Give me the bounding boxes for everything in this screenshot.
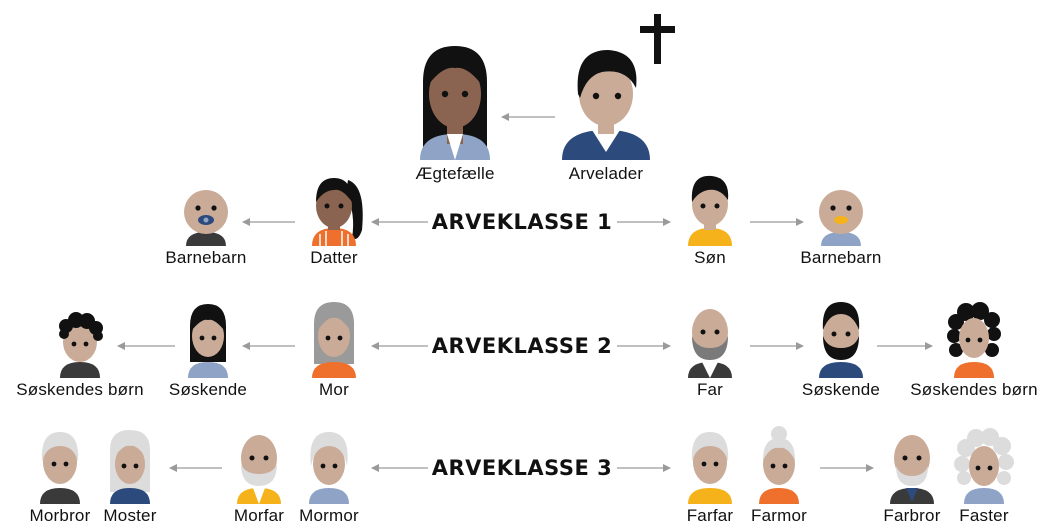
label-maternal-grandfather: Morfar [233,506,285,525]
person-father: Far [650,300,770,400]
label-maternal-uncle: Morbror [29,506,91,525]
label-grandchild-right: Barnebarn [800,248,882,267]
old-man-icon [40,432,80,504]
label-son: Søn [694,248,726,267]
person-sibling-left: Søskende [148,300,268,400]
label-sibling-left: Søskende [168,380,248,399]
old-man-beard-icon [890,435,934,504]
girl-ponytail-icon [312,178,363,246]
person-spouse: Ægtefælle [395,42,515,184]
label-sibling-children-left: Søskendes børn [16,380,144,399]
baby-pacifier-icon [184,190,228,246]
label-mother: Mor [319,380,349,399]
label-sibling-right: Søskende [801,380,881,399]
old-woman-icon [110,430,150,504]
woman-long-hair-icon [420,46,490,160]
grey-haired-woman-icon [312,302,356,378]
bearded-man-icon [819,302,863,378]
label-maternal-grandmother: Mormor [299,506,359,525]
curly-girl-icon [947,302,1001,378]
person-son: Søn [650,168,770,268]
label-paternal-grandfather: Farfar [686,506,734,525]
label-grandchild-left: Barnebarn [165,248,247,267]
person-maternal-grandmother: Mormor [269,426,389,526]
curly-child-icon [59,312,103,378]
person-paternal-grandfather: Farfar [650,426,770,526]
grandmother-icon [309,432,349,504]
person-paternal-uncle: Farbror [852,426,972,526]
label-deceased: Arvelader [568,164,644,183]
label-paternal-grandmother: Farmor [751,506,807,525]
label-paternal-aunt: Faster [959,506,1009,525]
label-spouse: Ægtefælle [415,164,495,183]
person-maternal-uncle: Morbror [0,426,120,526]
person-mother: Mor [274,300,394,400]
curly-white-hair-woman-icon [954,428,1014,504]
person-grandchild-right: Barnebarn [781,182,901,268]
label-father: Far [696,380,724,399]
label-daughter: Datter [310,248,358,267]
grandmother-bun-icon [759,426,799,504]
grandfather-beard-icon [237,435,281,504]
cross-icon [640,14,675,64]
person-paternal-grandmother: Farmor [719,426,839,526]
person-grandchild-left: Barnebarn [146,182,266,268]
class-label-2: ARVEKLASSE 2 [431,334,613,358]
person-deceased: Arvelader [546,42,666,184]
baby-icon [819,190,863,246]
woman-icon [188,304,228,378]
class-label-1: ARVEKLASSE 1 [431,210,613,234]
person-sibling-children-left: Søskendes børn [16,306,144,400]
person-daughter: Datter [274,168,394,268]
deceased-person-icon [562,50,650,160]
person-maternal-grandfather: Morfar [199,426,319,526]
grandfather-icon [688,432,732,504]
boy-icon [688,175,732,246]
label-maternal-aunt: Moster [103,506,157,525]
class-label-3: ARVEKLASSE 3 [431,456,613,480]
label-sibling-children-right: Søskendes børn [910,380,1038,399]
person-sibling-children-right: Søskendes børn [910,300,1038,400]
bearded-man-icon [688,309,732,378]
label-paternal-uncle: Farbror [883,506,941,525]
person-paternal-aunt: Faster [924,426,1044,526]
person-sibling-right: Søskende [781,300,901,400]
person-maternal-aunt: Moster [70,426,190,526]
